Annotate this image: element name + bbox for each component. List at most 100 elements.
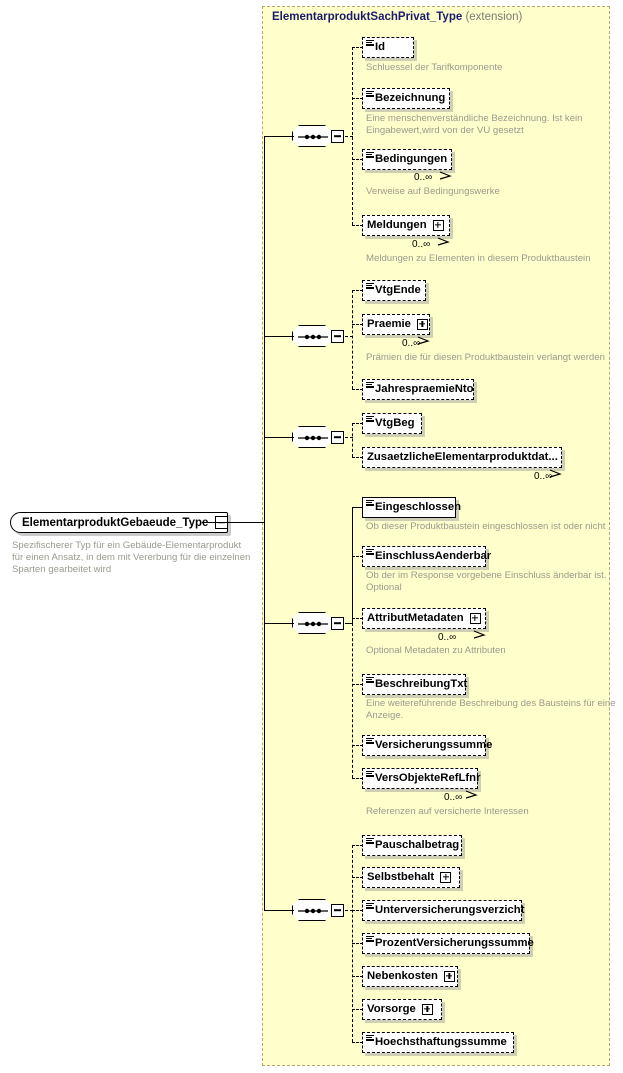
element-node[interactable]: ZusaetzlicheElementarproduktdat... [362,446,562,478]
element-node[interactable]: Versicherungssumme [362,734,492,756]
extension-vertical-rail [264,136,266,910]
cardinality-label: 0..∞ [412,239,431,250]
element-node[interactable]: Pauschalbetrag [362,834,462,856]
element-node[interactable]: Bezeichnung [362,87,450,109]
simple-type-icon [366,39,374,47]
simple-type-icon [366,90,374,98]
element-node[interactable]: EinschlussAenderbar [362,545,491,567]
sequence-collapse-toggle-icon[interactable] [331,616,344,630]
element-stub-line [352,745,363,746]
element-stub-line [352,1009,363,1010]
element-node[interactable]: BeschreibungTxt [362,673,467,695]
element-stub-line [352,618,363,619]
element-annotation: Meldungen zu Elementen in diesem Produkt… [366,253,591,264]
expand-children-icon[interactable] [416,318,428,330]
element-annotation: Optional Metadaten zu Attributen [366,645,506,656]
sequence-collapse-toggle-icon[interactable] [331,903,344,917]
simple-type-icon [366,1034,374,1042]
simple-type-icon [366,381,374,389]
element-stub-line [352,976,363,977]
expand-children-icon[interactable] [469,612,481,624]
sequence-collapse-toggle-icon[interactable] [331,129,344,143]
cardinality-label: 0..∞ [414,172,433,183]
element-stub-line [352,423,363,424]
element-annotation: Schluessel der Tarifkomponente [366,62,503,73]
sequence-node-3[interactable] [292,426,344,448]
element-node[interactable]: Id [362,36,414,58]
element-stub-line [352,778,363,779]
element-node[interactable]: Eingeschlossen [362,496,461,518]
element-node[interactable]: Bedingungen [362,148,452,180]
element-name-label: Nebenkosten [367,970,438,982]
element-node[interactable]: ProzentVersicherungssumme [362,932,534,954]
trunk-dashed-2 [352,290,353,389]
element-name-label: ProzentVersicherungssumme [375,937,534,949]
element-stub-line [352,943,363,944]
sequence-node-4[interactable] [292,612,344,634]
element-node[interactable]: Meldungen [362,214,450,246]
element-name-label: Eingeschlossen [375,501,462,513]
element-name-label: EinschlussAenderbar [375,550,492,562]
element-stub-line [352,389,363,390]
element-node[interactable]: Nebenkosten [362,965,458,987]
element-name-label: Id [375,41,386,53]
element-annotation: Eine weitereführende Beschreibung des Ba… [366,698,616,722]
element-stub-line [352,1042,363,1043]
root-type-node[interactable]: ElementarproduktGebaeude_Type [10,512,229,533]
cardinality-label: 0..∞ [438,632,457,643]
element-node[interactable]: Unterversicherungsverzicht [362,899,524,921]
element-node[interactable]: VersObjekteRefLfnr [362,767,480,799]
extension-qualifier: (extension) [465,11,523,23]
element-stub-line [352,98,363,99]
sequence-inbound-line-5 [264,910,294,912]
sequence-icon [292,426,332,448]
expand-children-icon[interactable] [443,970,455,982]
element-stub-line [352,556,363,557]
sequence-node-1[interactable] [292,125,344,147]
sequence-inbound-line-4 [264,623,294,625]
expand-children-icon[interactable] [440,871,452,883]
element-name-label: VtgEnde [375,284,421,296]
element-node[interactable]: JahrespraemieNto [362,378,474,400]
simple-type-icon [366,837,374,845]
element-node[interactable]: Vorsorge [362,998,442,1020]
element-node[interactable]: VtgEnde [362,279,426,301]
simple-type-icon [366,770,374,778]
sequence-node-5[interactable] [292,899,344,921]
sequence-collapse-toggle-icon[interactable] [331,329,344,343]
simple-type-icon [366,676,374,684]
sequence-node-2[interactable] [292,325,344,347]
root-type-label: ElementarproduktGebaeude_Type [22,516,209,529]
extension-type-name: ElementarproduktSachPrivat_Type [272,11,463,23]
element-node[interactable]: Hoechsthaftungssumme [362,1031,514,1053]
element-annotation: Ob dieser Produktbaustein eingeschlossen… [366,521,606,532]
element-node[interactable]: Praemie [362,313,430,345]
element-node[interactable]: VtgBeg [362,412,422,434]
expand-children-icon[interactable] [432,219,444,231]
element-stub-line [352,910,363,911]
element-name-label: Selbstbehalt [367,871,435,883]
simple-type-icon [366,548,374,556]
element-stub-line [352,684,363,685]
element-node[interactable]: Selbstbehalt [362,866,460,888]
simple-type-icon [366,415,374,423]
element-name-label: BeschreibungTxt [375,678,468,690]
element-annotation: Prämien die für diesen Produktbaustein v… [366,352,605,363]
sequence-to-trunk-line-2 [345,336,353,337]
element-name-label: VersObjekteRefLfnr [375,772,481,784]
expand-children-icon[interactable] [421,1003,433,1015]
simple-type-icon [366,499,374,507]
element-name-label: Pauschalbetrag [375,839,460,851]
sequence-to-trunk-line-3 [345,437,353,438]
element-node[interactable]: AttributMetadaten [362,607,486,639]
element-name-label: VtgBeg [375,417,415,429]
element-stub-line [352,877,363,878]
element-stub-line [352,47,363,48]
extension-title: ElementarproduktSachPrivat_Type (extensi… [272,11,522,23]
element-annotation: Eine menschenverständliche Bezeichnung. … [366,113,583,137]
element-name-label: ZusaetzlicheElementarproduktdat... [367,451,558,463]
element-annotation: Verweise auf Bedingungswerke [366,186,500,197]
sequence-to-trunk-line-1 [345,136,353,137]
sequence-collapse-toggle-icon[interactable] [331,430,344,444]
